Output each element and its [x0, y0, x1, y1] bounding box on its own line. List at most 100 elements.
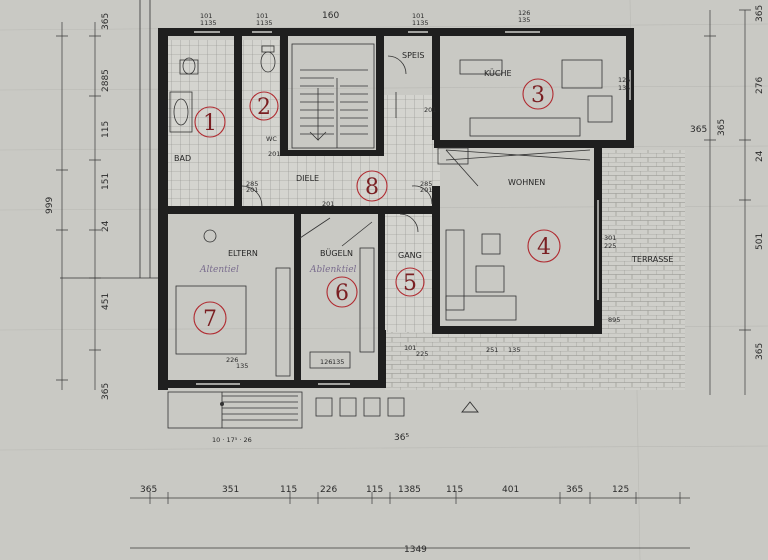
dim-bottom-3: 115 — [280, 485, 297, 495]
door-swings — [241, 55, 433, 233]
room-label-bad: BAD — [174, 154, 191, 163]
room-number-circles — [193, 78, 561, 335]
dim-right-6: 365 — [755, 343, 765, 360]
dim-wohnen-bottom-1: 251 — [486, 346, 498, 354]
dim-bad-window-bottom: 1135 — [200, 19, 217, 27]
dim-right-2: 276 — [755, 77, 765, 94]
diele-tiles-2 — [242, 150, 440, 210]
room-number-8: 8 — [365, 175, 379, 200]
front-paving — [385, 330, 685, 390]
dim-left-7: 365 — [101, 383, 111, 400]
bath-tiles — [168, 40, 234, 206]
room-number-3: 3 — [531, 83, 545, 108]
dim-bottom-6: 1385 — [398, 485, 421, 495]
dim-kueche-side-1: 126 — [618, 76, 630, 84]
dim-bottom-5: 115 — [366, 485, 383, 495]
circle-7 — [193, 301, 227, 335]
dim-step-gap: 36⁵ — [394, 433, 409, 443]
dim-right-1: 365 — [755, 5, 765, 22]
dim-speis-window-bottom: 1135 — [412, 19, 429, 27]
dim-left-4: 151 — [101, 173, 111, 190]
dim-gang-bottom-1: 101 — [404, 344, 416, 352]
circle-4 — [527, 229, 561, 263]
dim-left-3: 115 — [101, 121, 111, 138]
dim-eltern-bottom-1: 226 — [226, 356, 238, 364]
room-label-diele: DIELE — [296, 174, 319, 183]
dim-bad-window-top: 101 — [200, 12, 212, 20]
bath-fixtures — [169, 45, 276, 133]
dim-bottom-4: 226 — [320, 485, 337, 495]
dim-kueche-window-bottom: 135 — [518, 16, 530, 24]
dim-wc-window-bottom: 1135 — [256, 19, 273, 27]
circle-3 — [522, 78, 554, 110]
room-label-eltern: ELTERN — [228, 249, 258, 258]
dim-bottom-total: 1349 — [404, 545, 427, 555]
circle-2 — [249, 91, 279, 121]
wc-tiles — [242, 40, 280, 150]
dim-diele-door-2: 201 — [322, 200, 334, 208]
dim-bottom-7: 115 — [446, 485, 463, 495]
dim-right-3: 365 — [717, 119, 727, 136]
level-marker-icon — [461, 401, 479, 413]
dim-left-1: 365 — [101, 13, 111, 30]
dim-wohnen-bottom-2: 135 — [508, 346, 520, 354]
dim-kueche-right: 365 — [690, 125, 707, 135]
dim-diele-door-1b: 201 — [246, 186, 258, 194]
dim-diele-door-1a: 285 — [246, 180, 258, 188]
room-number-4: 4 — [537, 235, 551, 260]
dimension-lines — [56, 9, 751, 549]
room-number-2: 2 — [257, 95, 271, 120]
dim-right-4: 24 — [755, 150, 765, 162]
windows — [194, 31, 631, 385]
dim-wohnen-window-1: 301 — [604, 234, 616, 242]
dim-buegeln-bottom-1: 126 — [320, 358, 332, 366]
dim-buegeln-bottom-2: 135 — [332, 358, 344, 366]
dim-kueche-side-2: 135 — [618, 84, 630, 92]
dim-left-2: 2885 — [101, 69, 111, 92]
circle-1 — [194, 106, 226, 138]
room-number-5: 5 — [403, 271, 417, 296]
living-fixtures — [445, 149, 591, 321]
room-number-7: 7 — [203, 307, 217, 332]
main-staircase — [291, 43, 375, 149]
room-label-wc: WC — [266, 135, 277, 143]
dim-bottom-1: 365 — [140, 485, 157, 495]
circle-5 — [395, 267, 425, 297]
dim-wc-door: 201 — [268, 150, 280, 158]
dim-gang-door-2: 201 — [420, 186, 432, 194]
gang-tiles — [385, 210, 433, 332]
dim-left-6: 451 — [101, 293, 111, 310]
handwritten-buegeln: Ablenktiel — [309, 265, 357, 275]
dim-gang-bottom-2: 225 — [416, 350, 428, 358]
handwritten-eltern: Altentiel — [199, 265, 239, 275]
dim-bottom-2: 351 — [222, 485, 239, 495]
dim-bottom-8: 401 — [502, 485, 519, 495]
kitchen-fixtures — [437, 59, 613, 165]
entrance-stairs — [167, 391, 405, 429]
dim-left-total: 999 — [45, 197, 55, 214]
circle-6 — [326, 276, 358, 308]
room-label-kueche: KÜCHE — [484, 68, 512, 78]
dim-speis-window-top: 101 — [412, 12, 424, 20]
room-number-1: 1 — [203, 111, 217, 136]
dim-bottom-10: 125 — [612, 485, 629, 495]
dim-terrace-small: 895 — [608, 316, 620, 324]
dim-eltern-bottom-2: 135 — [236, 362, 248, 370]
left-wall-lines — [60, 0, 158, 279]
dim-kueche-window-top: 126 — [518, 9, 530, 17]
circle-8 — [356, 170, 388, 202]
dim-speis-door: 201 — [424, 106, 436, 114]
room-label-gang: GANG — [398, 251, 422, 260]
dim-left-5: 24 — [101, 220, 111, 232]
dim-bottom-9: 365 — [566, 485, 583, 495]
dim-wohnen-window-2: 225 — [604, 242, 616, 250]
room-label-speis: SPEIS — [402, 51, 424, 60]
room-label-buegeln: BÜGELN — [320, 248, 353, 258]
room-number-6: 6 — [335, 281, 349, 306]
dim-wc-window-top: 101 — [256, 12, 268, 20]
dim-right-5: 501 — [755, 233, 765, 250]
dim-gang-door-1: 285 — [420, 180, 432, 188]
room-label-wohnen: WOHNEN — [508, 178, 545, 187]
room-label-terrasse: TERRASSE — [631, 255, 673, 264]
